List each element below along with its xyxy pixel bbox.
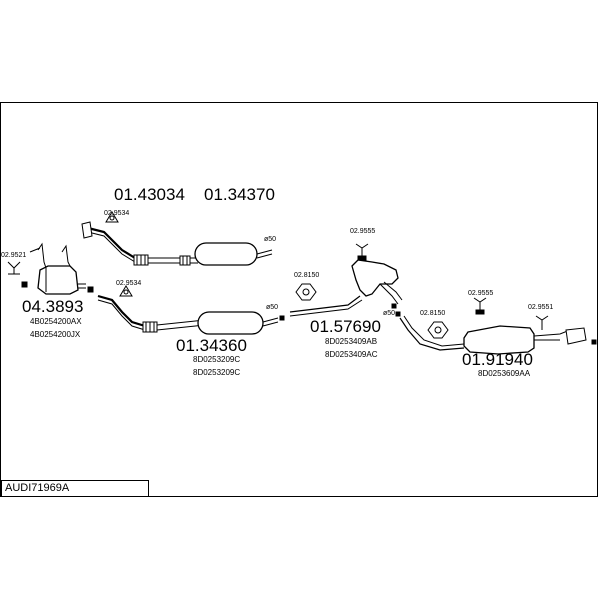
part-number-label: 04.3893	[22, 297, 84, 316]
fitting-label: 02.9534	[104, 210, 130, 217]
part-ref-label: 4B0254200AX	[30, 317, 82, 326]
part-number-label: 01.91940	[462, 350, 533, 369]
rear-silencer	[463, 325, 597, 355]
fitting-02-9555-rear-icon	[473, 297, 487, 315]
middle-silencer	[197, 311, 285, 335]
fitting-label: 02.9555	[468, 290, 494, 297]
upper-flange-gasket	[81, 221, 93, 239]
fitting-label: 02.8150	[294, 272, 320, 279]
fitting-label: 02.9534	[116, 280, 142, 287]
fitting-02-8150-rear-icon	[427, 321, 449, 339]
fitting-02-9534-bottom-icon	[119, 285, 133, 297]
diagram-frame	[0, 102, 598, 497]
part-ref-label: 8D0253209C	[193, 368, 241, 377]
fitting-02-9521-icon	[7, 261, 21, 275]
rear-pipe	[395, 311, 465, 351]
upper-silencer	[194, 242, 273, 266]
part-ref-label: 4B0254200JX	[30, 330, 81, 339]
catalyst-part	[21, 242, 94, 295]
fitting-label: 02.9555	[350, 228, 376, 235]
fitting-label: 02.9521	[1, 252, 27, 259]
centre-silencer	[351, 259, 403, 309]
part-number-label: 01.57690	[310, 317, 381, 336]
upper-front-pipe	[87, 226, 198, 266]
fitting-label: 02.9551	[528, 304, 554, 311]
part-ref-label: 8D0253409AC	[325, 350, 378, 359]
diagram-title: AUDI71969A	[1, 480, 149, 497]
fitting-02-9555-centre-icon	[355, 243, 369, 261]
centre-pipe	[289, 295, 363, 317]
part-number-label: 01.34370	[204, 185, 275, 204]
fitting-02-8150-centre-icon	[295, 283, 317, 301]
part-ref-label: 8D0253609AA	[478, 369, 531, 378]
diameter-label: ø50	[266, 304, 279, 311]
part-ref-label: 8D0253209C	[193, 355, 241, 364]
diameter-label: ø50	[383, 310, 396, 317]
diameter-label: ø50	[264, 236, 277, 243]
part-ref-label: 8D0253409AB	[325, 337, 378, 346]
part-number-label: 01.43034	[114, 185, 185, 204]
fitting-label: 02.8150	[420, 310, 446, 317]
lower-front-pipe	[97, 294, 206, 333]
fitting-02-9551-icon	[535, 315, 549, 330]
part-number-label: 01.34360	[176, 336, 247, 355]
fitting-02-9534-top-icon	[105, 211, 119, 223]
